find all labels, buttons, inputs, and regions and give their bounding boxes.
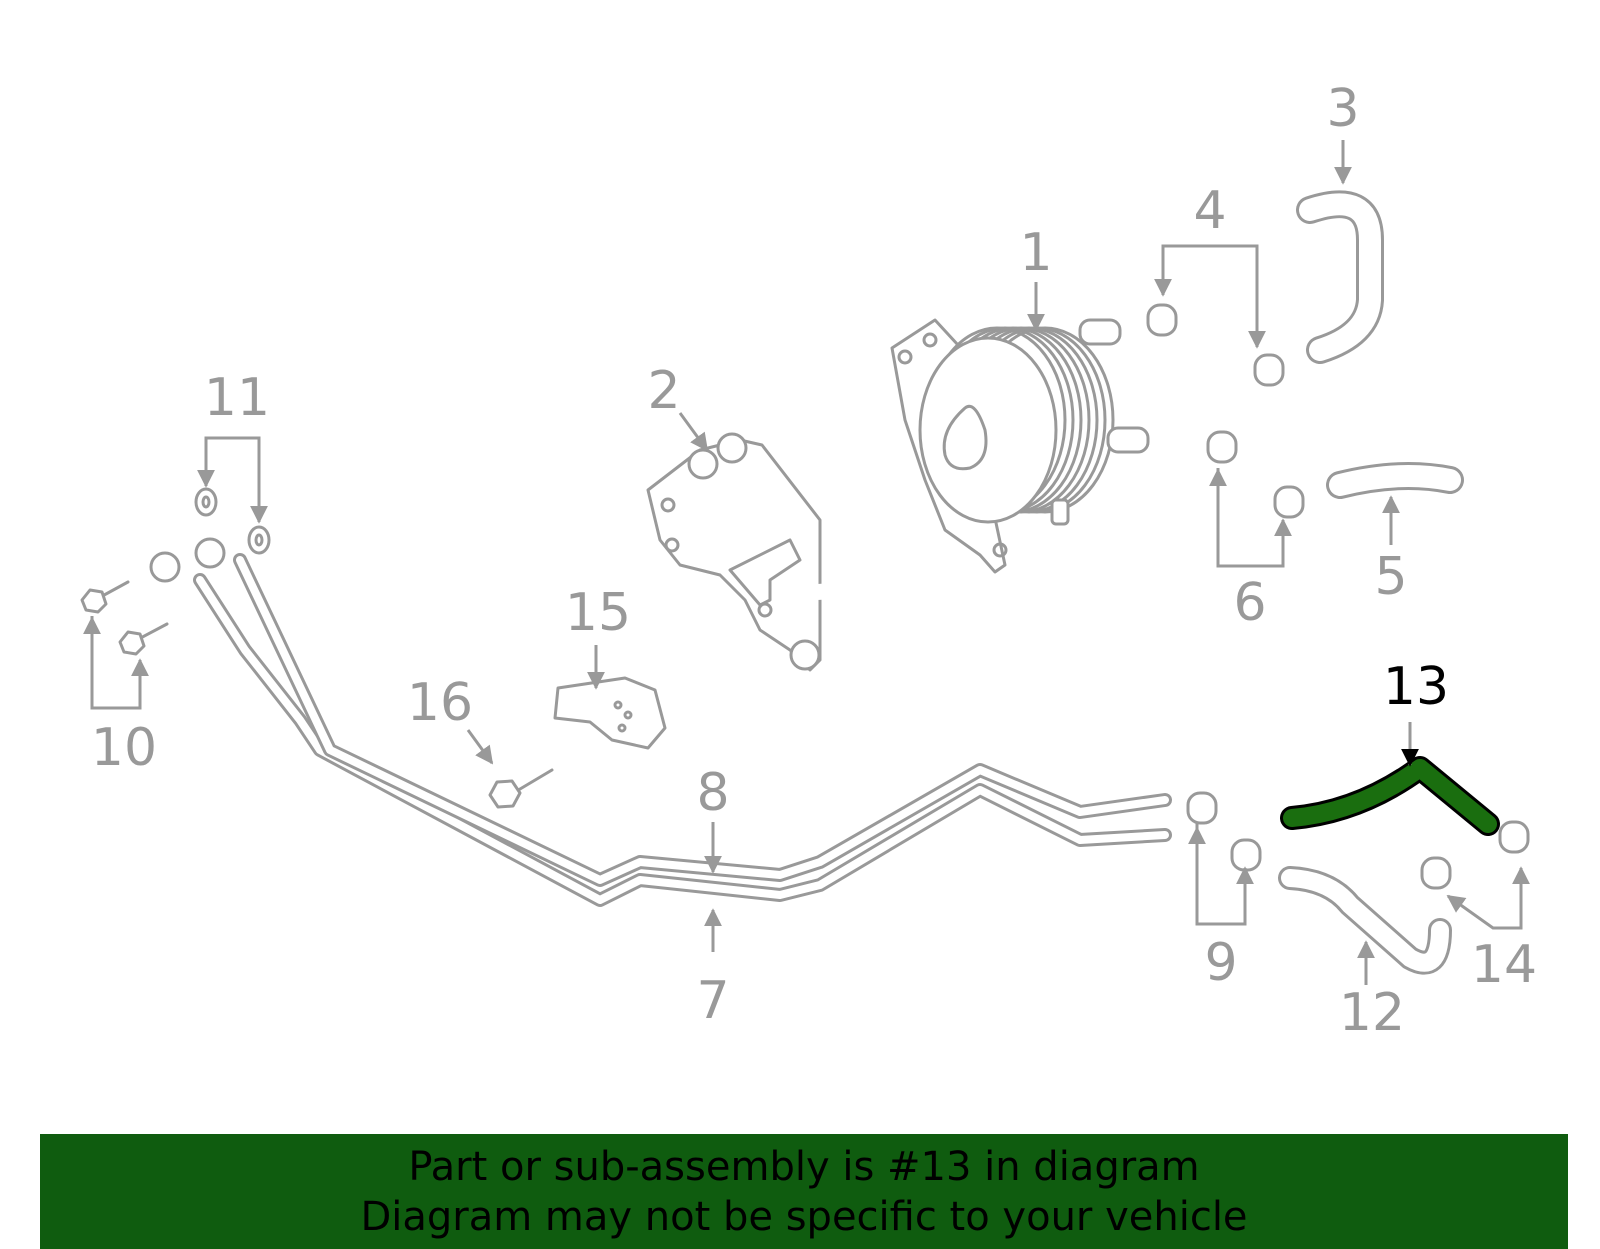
banner-line-disclaimer: Diagram may not be specific to your vehi… xyxy=(360,1193,1248,1240)
part-2-bracket[interactable] xyxy=(646,432,938,672)
callout-15: 15 xyxy=(565,583,631,643)
callout-3: 3 xyxy=(1326,79,1359,139)
callout-13: 13 xyxy=(1383,657,1449,717)
callout-6: 6 xyxy=(1233,573,1266,633)
callout-14: 14 xyxy=(1471,935,1537,995)
callout-9: 9 xyxy=(1204,933,1237,993)
part-4-clamps[interactable] xyxy=(1146,303,1285,387)
part-16-bolt[interactable] xyxy=(488,768,554,809)
callout-11: 11 xyxy=(204,368,270,428)
part-12-hose[interactable] xyxy=(1278,866,1452,975)
part-15-bracket[interactable] xyxy=(553,676,667,750)
banner-line-part-number: Part or sub-assembly is #13 in diagram xyxy=(408,1143,1200,1190)
callout-1: 1 xyxy=(1019,223,1052,283)
callout-5: 5 xyxy=(1374,547,1407,607)
part-9-clamps[interactable] xyxy=(1186,791,1262,872)
part-8-pipe[interactable] xyxy=(149,537,1172,887)
callout-7: 7 xyxy=(696,971,729,1031)
leader-lines xyxy=(83,140,1530,985)
part-10-bolts[interactable] xyxy=(80,580,169,656)
callout-labels: 1 2 3 4 5 6 7 8 9 10 11 12 13 14 15 16 xyxy=(91,79,1537,1043)
callout-12: 12 xyxy=(1339,983,1405,1043)
callout-4: 4 xyxy=(1193,181,1226,241)
part-7-pipe[interactable] xyxy=(193,573,1172,907)
part-14-clamps[interactable] xyxy=(1420,820,1530,890)
callout-8: 8 xyxy=(696,763,729,823)
part-5-hose[interactable] xyxy=(1326,462,1464,499)
part-11-washers[interactable] xyxy=(194,487,271,555)
part-3-hose[interactable] xyxy=(1296,190,1384,364)
part-6-clamps[interactable] xyxy=(1206,430,1305,519)
callout-10: 10 xyxy=(91,718,157,778)
part-13-hose-highlighted[interactable] xyxy=(1280,756,1500,836)
part-1-oil-cooler[interactable] xyxy=(890,318,1150,574)
info-banner: Part or sub-assembly is #13 in diagram D… xyxy=(40,1134,1568,1249)
callout-2: 2 xyxy=(647,361,680,421)
callout-16: 16 xyxy=(407,673,473,733)
